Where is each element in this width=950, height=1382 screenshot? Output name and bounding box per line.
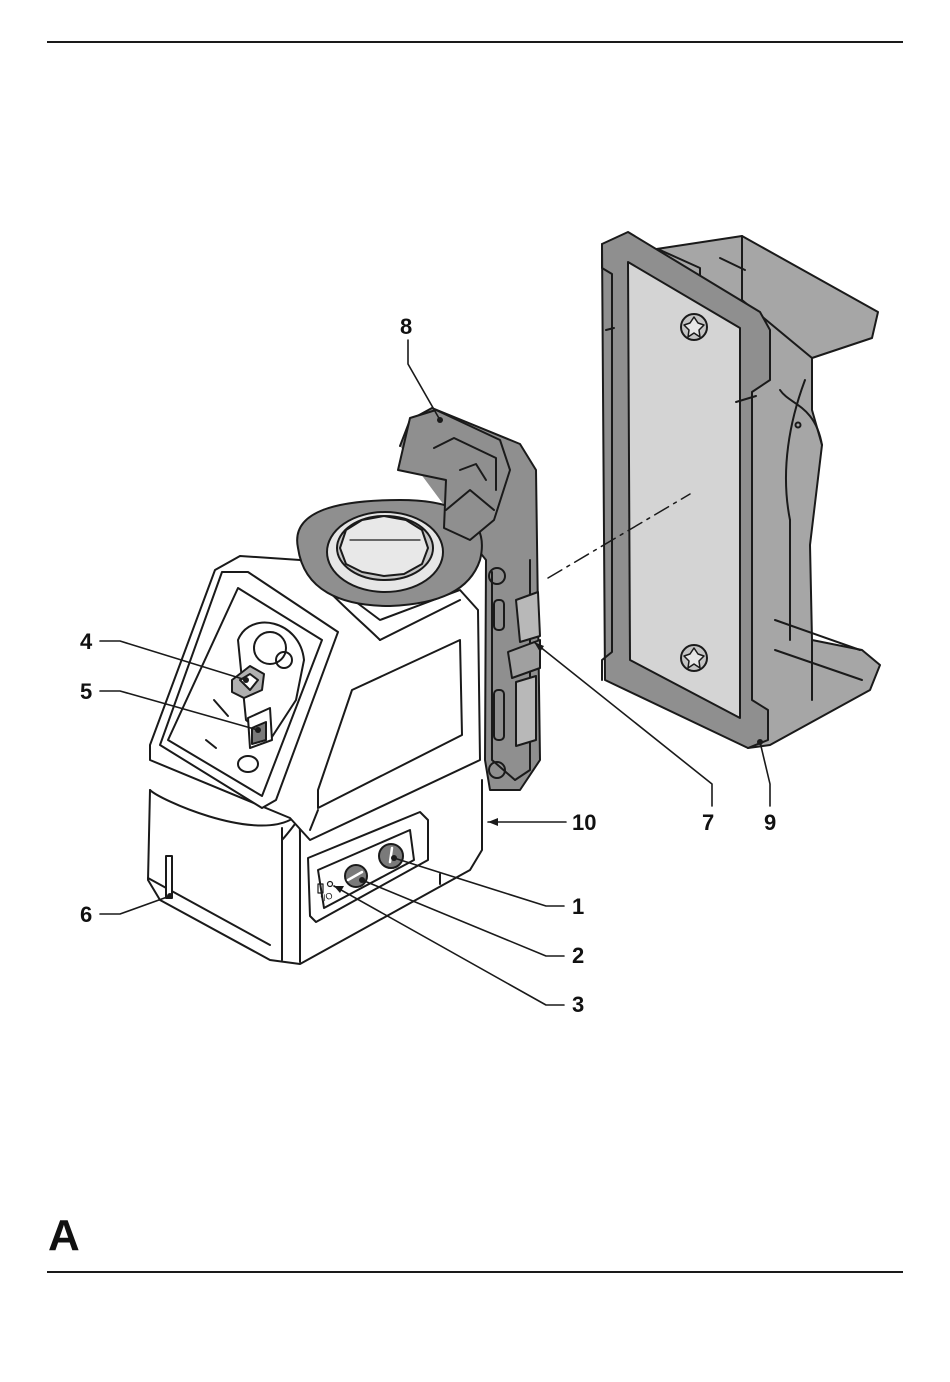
- callout-10: 10: [572, 812, 596, 834]
- bottom-rule: [47, 1271, 903, 1273]
- figure-letter: A: [48, 1214, 80, 1258]
- callout-2: 2: [572, 945, 584, 967]
- laser-level: [148, 408, 540, 964]
- wall-mount: [602, 232, 880, 748]
- callout-9: 9: [764, 812, 776, 834]
- callout-6: 6: [80, 904, 92, 926]
- callout-3: 3: [572, 994, 584, 1016]
- callout-1: 1: [572, 896, 584, 918]
- callout-5: 5: [80, 681, 92, 703]
- callout-8: 8: [400, 316, 412, 338]
- callout-7: 7: [702, 812, 714, 834]
- callout-4: 4: [80, 631, 92, 653]
